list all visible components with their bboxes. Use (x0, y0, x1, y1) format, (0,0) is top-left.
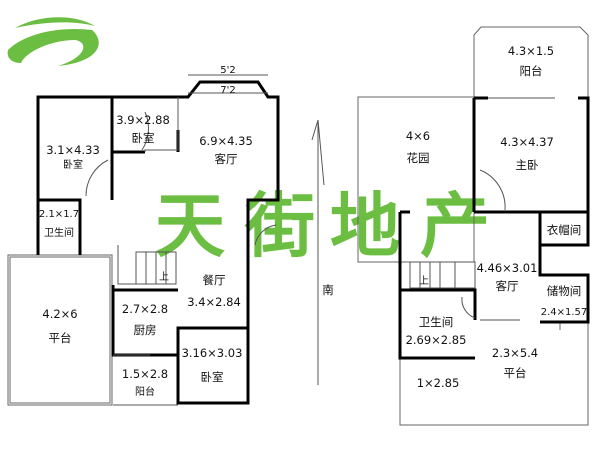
svg-text:2.4×1.57: 2.4×1.57 (541, 307, 588, 318)
svg-text:客厅: 客厅 (496, 279, 519, 293)
svg-text:3.4×2.84: 3.4×2.84 (187, 295, 241, 309)
north-arrow-icon (311, 119, 325, 385)
door-swing (479, 169, 506, 211)
svg-text:客厅: 客厅 (215, 152, 238, 166)
svg-text:卫生间: 卫生间 (44, 226, 74, 239)
right-walls (398, 96, 590, 360)
compass: 南 (311, 119, 334, 385)
balcony-outline (473, 26, 589, 97)
room-label: 卧室 (63, 158, 83, 171)
svg-text:2.1×1.7: 2.1×1.7 (39, 209, 79, 220)
svg-text:7'2: 7'2 (220, 85, 235, 96)
svg-text:储物间: 储物间 (547, 284, 582, 298)
svg-text:2.69×2.85: 2.69×2.85 (406, 333, 467, 347)
terrace-outline (7, 254, 113, 406)
svg-text:3.9×2.88: 3.9×2.88 (116, 113, 170, 127)
stairs: 上 (117, 245, 177, 285)
door-swing (141, 111, 149, 151)
svg-text:4.46×3.01: 4.46×3.01 (477, 261, 538, 275)
room-size: 3.1×4.33 (46, 143, 100, 157)
svg-text:1×2.85: 1×2.85 (417, 376, 460, 390)
svg-text:4.2×6: 4.2×6 (42, 307, 77, 321)
right-floor-plan: 上 4.3×1.5 阳台 4×6 花园 4.3×4.37 主卧 衣帽间 4.46… (357, 26, 590, 426)
svg-text:5'2: 5'2 (220, 65, 235, 76)
door-swing (461, 296, 476, 319)
svg-text:阳台: 阳台 (520, 64, 543, 78)
svg-text:3.16×3.03: 3.16×3.03 (182, 346, 243, 360)
svg-text:产: 产 (420, 185, 490, 267)
svg-text:天: 天 (155, 185, 225, 267)
svg-text:地: 地 (330, 185, 400, 267)
svg-text:上: 上 (419, 275, 429, 287)
svg-text:主卧: 主卧 (516, 158, 539, 172)
watermark-logo-icon (7, 17, 99, 66)
door-swing (85, 159, 109, 197)
svg-text:4×6: 4×6 (406, 129, 430, 143)
stairs: 上 (409, 261, 476, 289)
door-swing (254, 224, 277, 246)
svg-text:花园: 花园 (407, 151, 430, 165)
svg-text:6.9×4.35: 6.9×4.35 (199, 134, 253, 148)
svg-text:4.3×4.37: 4.3×4.37 (500, 135, 554, 149)
svg-text:卧室: 卧室 (132, 131, 155, 145)
svg-text:卧室: 卧室 (201, 370, 224, 384)
svg-text:餐厅: 餐厅 (203, 273, 226, 287)
svg-text:2.3×5.4: 2.3×5.4 (492, 346, 538, 360)
svg-text:上: 上 (159, 271, 169, 283)
svg-text:4.3×1.5: 4.3×1.5 (508, 44, 554, 58)
svg-text:平台: 平台 (504, 366, 527, 380)
bay-dimension-lines (188, 74, 268, 94)
south-label: 南 (322, 283, 334, 297)
svg-text:平台: 平台 (49, 331, 72, 345)
svg-text:2.7×2.8: 2.7×2.8 (122, 302, 168, 316)
svg-text:1.5×2.8: 1.5×2.8 (122, 367, 168, 381)
svg-text:厨房: 厨房 (134, 323, 157, 337)
left-floor-plan: 上 5'2 7'2 3.1×4.33 卧室 3.9×2.88 卧室 6.9×4.… (7, 65, 280, 406)
svg-text:卫生间: 卫生间 (419, 315, 454, 329)
svg-text:阳台: 阳台 (135, 385, 155, 398)
svg-text:衣帽间: 衣帽间 (547, 223, 582, 237)
